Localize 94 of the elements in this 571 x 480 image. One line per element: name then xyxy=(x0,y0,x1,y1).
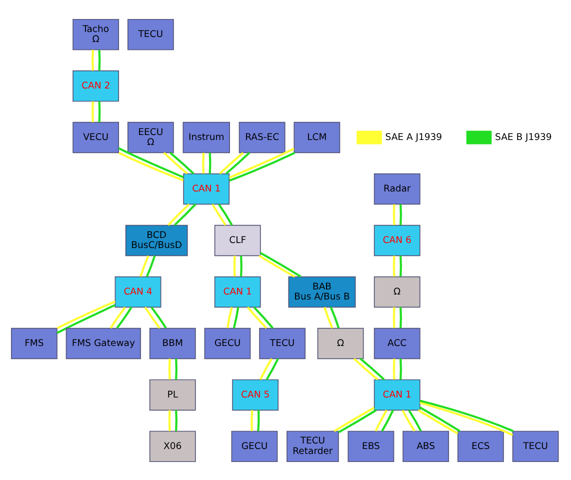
node-box: BAB Bus A/Bus B xyxy=(288,276,356,308)
node-box: CAN 1 xyxy=(374,378,420,410)
node-box: TECU Retarder xyxy=(286,430,339,462)
node-box: CAN 4 xyxy=(114,276,162,308)
node-box: TECU xyxy=(127,18,174,50)
node-box: BCD BusC/BusD xyxy=(125,224,188,256)
node-box: CAN 1 xyxy=(214,276,261,308)
node-box: PL xyxy=(149,378,196,410)
connector xyxy=(175,410,178,431)
connector xyxy=(56,304,116,334)
connector xyxy=(168,410,171,431)
connector xyxy=(98,49,101,70)
connector xyxy=(400,358,402,380)
connector xyxy=(400,255,402,276)
connector xyxy=(218,203,233,226)
node-box: ABS xyxy=(402,430,450,462)
connector xyxy=(92,49,94,70)
connector xyxy=(174,203,196,226)
connector xyxy=(208,152,212,174)
connector xyxy=(212,203,226,226)
node-box: VECU xyxy=(72,121,120,153)
node-box: BBM xyxy=(149,327,196,359)
connector xyxy=(116,306,132,328)
node-box: Ω xyxy=(317,327,364,359)
connector xyxy=(144,306,160,328)
connector xyxy=(400,306,402,328)
connector xyxy=(257,410,260,431)
connector xyxy=(259,358,273,380)
connector xyxy=(334,406,375,432)
node-box: Instrum xyxy=(182,121,230,153)
node-box: RAS-EC xyxy=(238,121,286,153)
connector xyxy=(168,358,171,380)
connector xyxy=(163,152,188,174)
connector xyxy=(266,358,279,380)
connector xyxy=(146,254,156,277)
connector xyxy=(175,358,178,380)
node-box: Ω xyxy=(374,276,420,308)
connector xyxy=(392,204,396,225)
connector xyxy=(360,357,385,380)
connector xyxy=(140,254,150,276)
node-box: FMS xyxy=(11,327,58,359)
connector xyxy=(167,203,190,226)
node-box: Tacho Ω xyxy=(72,18,120,50)
connector xyxy=(56,300,116,329)
connector xyxy=(219,151,244,174)
node-box: GECU xyxy=(204,327,251,359)
node-box: FMS Gateway xyxy=(66,327,141,359)
connector xyxy=(392,255,396,276)
connector xyxy=(374,409,388,431)
node-box: LCM xyxy=(294,121,340,153)
connector xyxy=(233,255,236,276)
connector xyxy=(392,306,396,328)
connector xyxy=(250,410,254,431)
connector xyxy=(232,306,240,328)
connector xyxy=(253,306,274,328)
connector xyxy=(150,306,167,328)
node-box: ACC xyxy=(374,327,420,359)
node-box: EECU Ω xyxy=(127,121,174,153)
node-box: CAN 2 xyxy=(72,70,120,102)
node-box: TECU xyxy=(259,327,306,359)
connector xyxy=(118,151,184,181)
connector xyxy=(408,409,422,432)
connector xyxy=(260,251,302,278)
node-box: CLF xyxy=(214,224,261,256)
node-box: CAN 6 xyxy=(374,224,420,256)
connector xyxy=(400,204,402,225)
node-box: Radar xyxy=(374,172,420,204)
connector xyxy=(330,306,340,328)
connector xyxy=(118,146,184,178)
connector xyxy=(240,255,242,276)
connector xyxy=(392,358,396,380)
connector xyxy=(110,306,126,328)
connector xyxy=(246,306,268,328)
connector xyxy=(381,409,394,432)
connector xyxy=(170,151,194,174)
legend-label: SAE B J1939 xyxy=(495,131,552,142)
node-box: EBS xyxy=(348,430,394,462)
connector xyxy=(226,306,233,328)
connector xyxy=(202,152,205,174)
node-box: ECS xyxy=(457,430,504,462)
node-box: CAN 5 xyxy=(232,378,279,410)
connector xyxy=(92,100,94,122)
node-box: CAN 1 xyxy=(183,172,230,204)
legend-label: SAE A J1939 xyxy=(385,131,442,142)
connector xyxy=(353,357,378,380)
connector xyxy=(225,152,250,174)
node-box: TECU xyxy=(512,430,559,462)
connector xyxy=(323,306,334,328)
connector xyxy=(98,100,101,122)
node-box: X06 xyxy=(149,430,196,462)
connector xyxy=(402,409,416,432)
connector xyxy=(258,254,296,278)
connector xyxy=(338,408,377,433)
node-box: GECU xyxy=(231,430,278,462)
